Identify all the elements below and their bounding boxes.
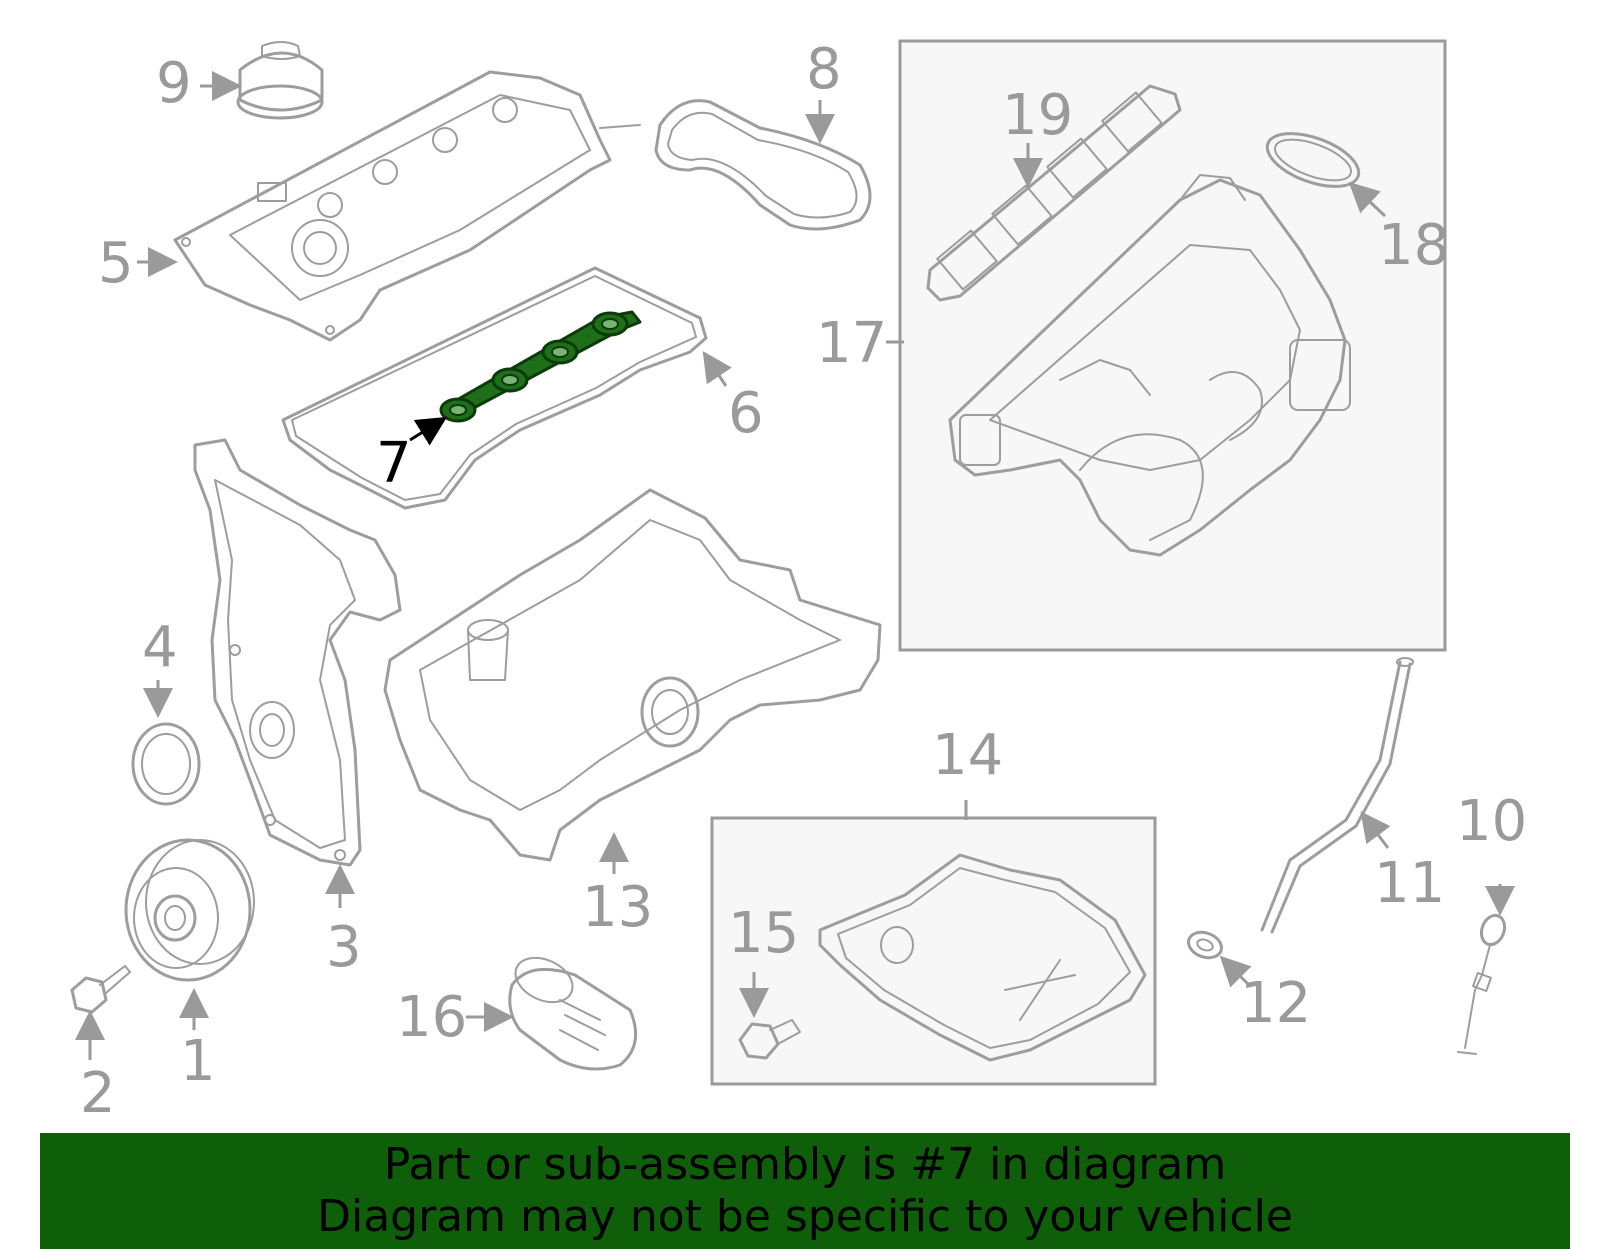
callout-12: 12 xyxy=(1240,971,1311,1036)
banner-line-2: Diagram may not be specific to your vehi… xyxy=(317,1191,1293,1242)
part-19-intake-gasket[interactable] xyxy=(926,84,1182,302)
part-3-timing-cover[interactable] xyxy=(193,438,402,867)
part-17-intake-manifold[interactable] xyxy=(948,174,1351,557)
part-15-drain-plug[interactable] xyxy=(738,1019,801,1060)
part-6-valve-cover-gasket[interactable] xyxy=(281,266,708,510)
callout-labels: 9 5 8 19 18 17 6 7 4 3 1 2 13 16 14 15 1… xyxy=(80,37,1527,1126)
part-18-o-ring[interactable] xyxy=(1260,123,1365,197)
callout-9: 9 xyxy=(156,51,192,116)
part-16-oil-filter[interactable] xyxy=(508,949,638,1071)
callout-1: 1 xyxy=(180,1029,216,1094)
callout-15: 15 xyxy=(728,901,799,966)
part-13-upper-oil-pan[interactable] xyxy=(383,488,882,862)
part-5-valve-cover[interactable] xyxy=(173,70,641,342)
leader-lines xyxy=(75,71,1515,1060)
part-8-throttle-gasket[interactable] xyxy=(654,99,872,231)
callout-2: 2 xyxy=(80,1061,116,1126)
callout-18: 18 xyxy=(1378,213,1449,278)
callout-3: 3 xyxy=(326,915,362,980)
part-2-pulley-bolt[interactable] xyxy=(70,965,131,1014)
part-1-crank-pulley[interactable] xyxy=(124,838,255,982)
callout-6: 6 xyxy=(728,381,764,446)
callout-7: 7 xyxy=(376,431,412,496)
callout-16: 16 xyxy=(396,985,467,1050)
part-10-dipstick[interactable] xyxy=(1457,912,1508,1055)
callout-4: 4 xyxy=(142,615,178,680)
part-9-oil-filler-cap[interactable] xyxy=(236,41,324,120)
callout-19: 19 xyxy=(1002,83,1073,148)
callout-17: 17 xyxy=(816,311,887,376)
part-11-dipstick-tube[interactable] xyxy=(1260,657,1414,934)
notice-banner: Part or sub-assembly is #7 in diagram Di… xyxy=(40,1133,1570,1249)
callout-11: 11 xyxy=(1374,851,1445,916)
callout-10: 10 xyxy=(1456,789,1527,854)
part-4-front-seal[interactable] xyxy=(131,722,201,806)
part-12-washer[interactable] xyxy=(1185,928,1225,962)
part-7-highlighted-seal[interactable] xyxy=(439,310,642,423)
callout-5: 5 xyxy=(98,231,134,296)
intake-manifold-group-box xyxy=(898,39,1447,652)
part-14-lower-oil-pan[interactable] xyxy=(818,853,1147,1062)
banner-line-1: Part or sub-assembly is #7 in diagram xyxy=(383,1139,1227,1190)
callout-14: 14 xyxy=(932,723,1003,788)
callout-13: 13 xyxy=(582,875,653,940)
callout-8: 8 xyxy=(806,37,842,102)
